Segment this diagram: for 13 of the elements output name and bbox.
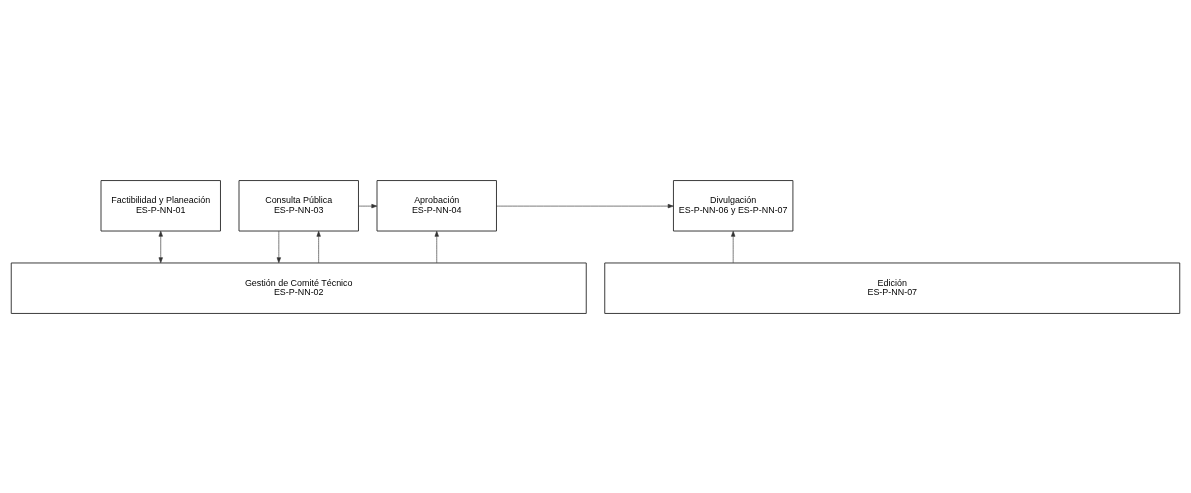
arrow [731,230,736,263]
node-box: Divulgación ES-P-NN-06 y ES-P-NN-07 [672,179,794,231]
node-box: Factibilidad y Planeación ES-P-NN-01 [100,179,221,231]
node-box: Aprobación ES-P-NN-04 [376,179,497,231]
node-box: Edición ES-P-NN-07 [604,262,1181,314]
node-box: Gestión de Comité Técnico ES-P-NN-02 [10,262,587,314]
node-box: Consulta Pública ES-P-NN-03 [238,179,359,231]
arrow [158,230,163,263]
arrow [276,230,281,263]
arrow [434,230,439,263]
arrow [316,230,321,263]
arrow [496,203,674,208]
arrow [358,203,378,208]
